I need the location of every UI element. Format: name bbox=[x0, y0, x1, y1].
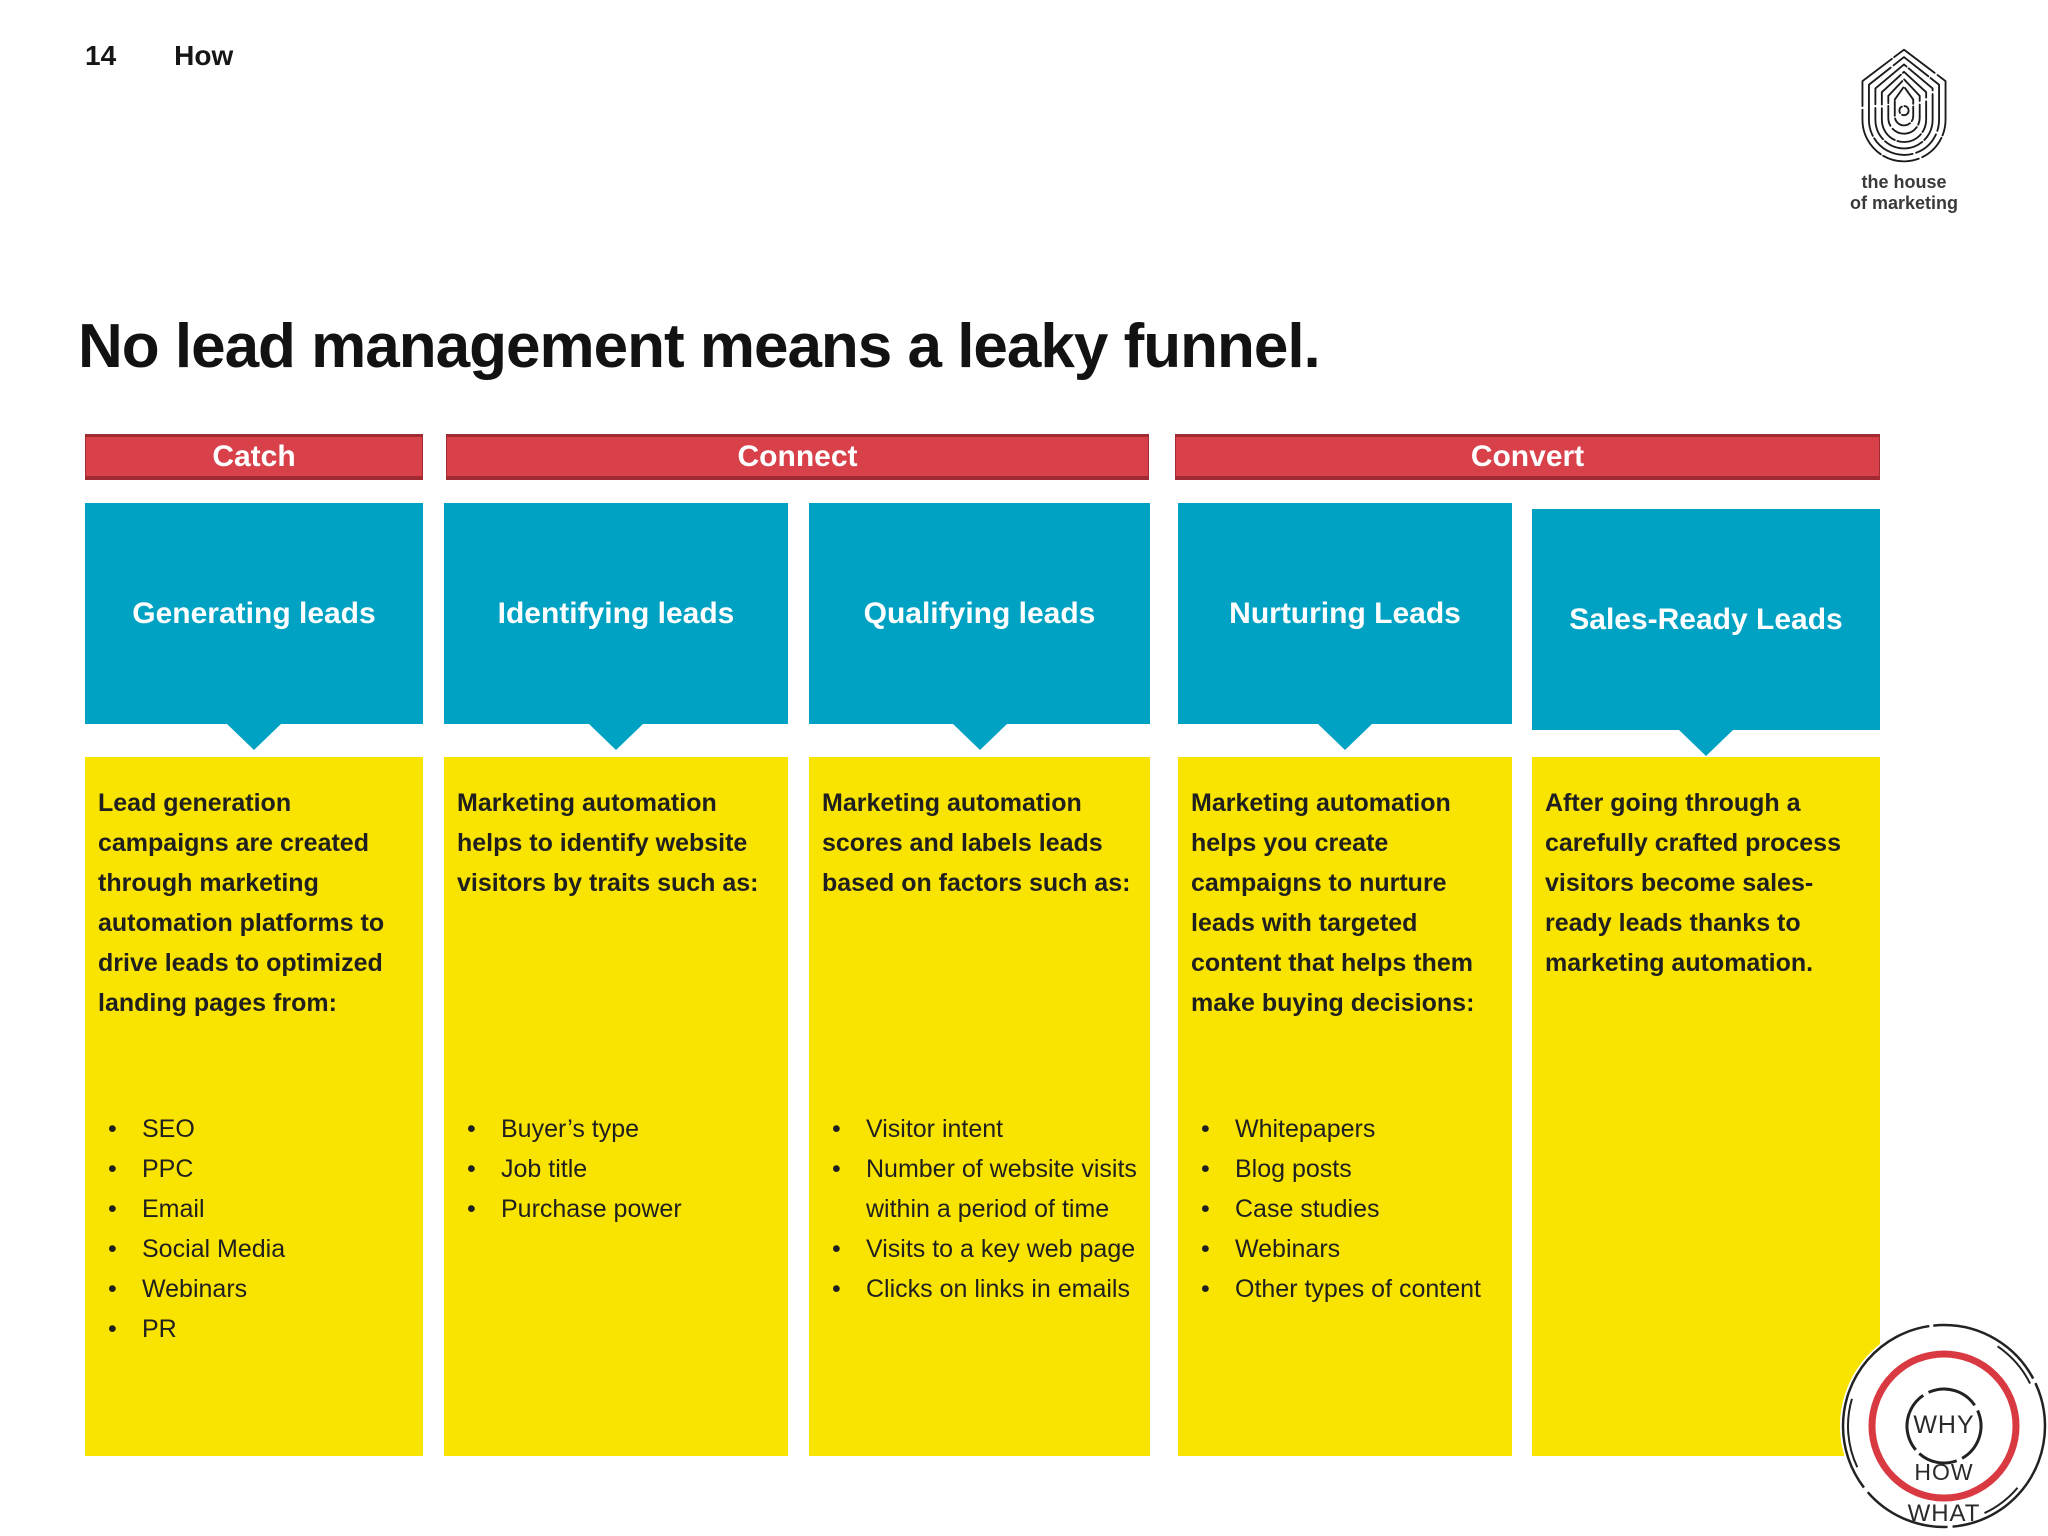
fingerprint-house-icon bbox=[1861, 48, 1947, 163]
stage-box-label: Generating leads bbox=[132, 596, 376, 630]
detail-bullet-list: SEOPPCEmailSocial MediaWebinarsPR bbox=[98, 1109, 413, 1349]
stage-box: Generating leads bbox=[85, 503, 423, 724]
detail-box: Marketing automation helps to identify w… bbox=[444, 757, 788, 1456]
detail-description: After going through a carefully crafted … bbox=[1545, 789, 1841, 977]
bullet-item: PPC bbox=[98, 1149, 413, 1189]
funnel-column-qualifying-leads: Qualifying leads Marketing automation sc… bbox=[809, 503, 1150, 1456]
bullet-item: Clicks on links in emails bbox=[822, 1269, 1140, 1309]
stage-bar-catch: Catch bbox=[85, 434, 423, 480]
bullet-item: Email bbox=[98, 1189, 413, 1229]
detail-bullet-list: WhitepapersBlog postsCase studiesWebinar… bbox=[1191, 1109, 1502, 1309]
golden-circle-badge: WHY HOW WHAT bbox=[1834, 1316, 2048, 1536]
bullet-item: Webinars bbox=[98, 1269, 413, 1309]
logo-text-line2: of marketing bbox=[1849, 193, 1959, 213]
stage-box-pointer bbox=[1318, 724, 1372, 750]
page-number: 14 bbox=[85, 40, 117, 71]
bullet-item: Case studies bbox=[1191, 1189, 1502, 1229]
funnel-column-generating-leads: Generating leads Lead generation campaig… bbox=[85, 503, 423, 1456]
stage-box: Sales-Ready Leads bbox=[1532, 509, 1880, 730]
bullet-item: SEO bbox=[98, 1109, 413, 1149]
bullet-item: Visitor intent bbox=[822, 1109, 1140, 1149]
badge-why-label: WHY bbox=[1913, 1411, 1974, 1439]
stage-box-label: Qualifying leads bbox=[863, 596, 1096, 630]
bullet-item: Number of website visits within a period… bbox=[822, 1149, 1140, 1229]
funnel-column-sales-ready-leads: Sales-Ready Leads After going through a … bbox=[1532, 503, 1880, 1456]
bullet-item: Other types of content bbox=[1191, 1269, 1502, 1309]
bullet-item: Social Media bbox=[98, 1229, 413, 1269]
section-label: How bbox=[174, 40, 234, 71]
slide-title: No lead management means a leaky funnel. bbox=[78, 311, 1321, 381]
detail-box: Marketing automation scores and labels l… bbox=[809, 757, 1150, 1456]
stage-box-pointer bbox=[1679, 730, 1733, 756]
bullet-item: Purchase power bbox=[457, 1189, 778, 1229]
bullet-item: Visits to a key web page bbox=[822, 1229, 1140, 1269]
bullet-item: Webinars bbox=[1191, 1229, 1502, 1269]
page-header: 14 How bbox=[85, 40, 233, 72]
detail-description: Marketing automation scores and labels l… bbox=[822, 789, 1131, 897]
detail-box: After going through a carefully crafted … bbox=[1532, 757, 1880, 1456]
detail-box: Lead generation campaigns are created th… bbox=[85, 757, 423, 1456]
logo-text-line1: the house bbox=[1861, 172, 1947, 192]
golden-circle-icon: WHY HOW WHAT bbox=[1840, 1322, 2048, 1530]
stage-box-label: Sales-Ready Leads bbox=[1569, 602, 1843, 636]
detail-description: Lead generation campaigns are created th… bbox=[98, 789, 385, 1017]
bullet-item: PR bbox=[98, 1309, 413, 1349]
badge-how-label: HOW bbox=[1914, 1459, 1973, 1485]
detail-description: Marketing automation helps you create ca… bbox=[1191, 789, 1475, 1017]
stage-box-pointer bbox=[589, 724, 643, 750]
stage-box: Identifying leads bbox=[444, 503, 788, 724]
detail-bullet-list: Visitor intentNumber of website visits w… bbox=[822, 1109, 1140, 1309]
stage-box: Nurturing Leads bbox=[1178, 503, 1512, 724]
stage-box-pointer bbox=[227, 724, 281, 750]
funnel-column-nurturing-leads: Nurturing Leads Marketing automation hel… bbox=[1178, 503, 1512, 1456]
company-logo: the house of marketing bbox=[1842, 46, 1966, 214]
detail-bullet-list: Buyer’s typeJob titlePurchase power bbox=[457, 1109, 778, 1229]
stage-bar-connect: Connect bbox=[446, 434, 1149, 480]
detail-description: Marketing automation helps to identify w… bbox=[457, 789, 759, 897]
bullet-item: Job title bbox=[457, 1149, 778, 1189]
detail-box: Marketing automation helps you create ca… bbox=[1178, 757, 1512, 1456]
bullet-item: Blog posts bbox=[1191, 1149, 1502, 1189]
bullet-item: Buyer’s type bbox=[457, 1109, 778, 1149]
funnel-column-identifying-leads: Identifying leads Marketing automation h… bbox=[444, 503, 788, 1456]
stage-box-pointer bbox=[952, 724, 1007, 750]
bullet-item: Whitepapers bbox=[1191, 1109, 1502, 1149]
stage-box-label: Identifying leads bbox=[497, 596, 735, 630]
stage-bar-convert: Convert bbox=[1175, 434, 1880, 480]
stage-box: Qualifying leads bbox=[809, 503, 1150, 724]
badge-what-label: WHAT bbox=[1908, 1500, 1981, 1527]
stage-box-label: Nurturing Leads bbox=[1229, 596, 1461, 630]
